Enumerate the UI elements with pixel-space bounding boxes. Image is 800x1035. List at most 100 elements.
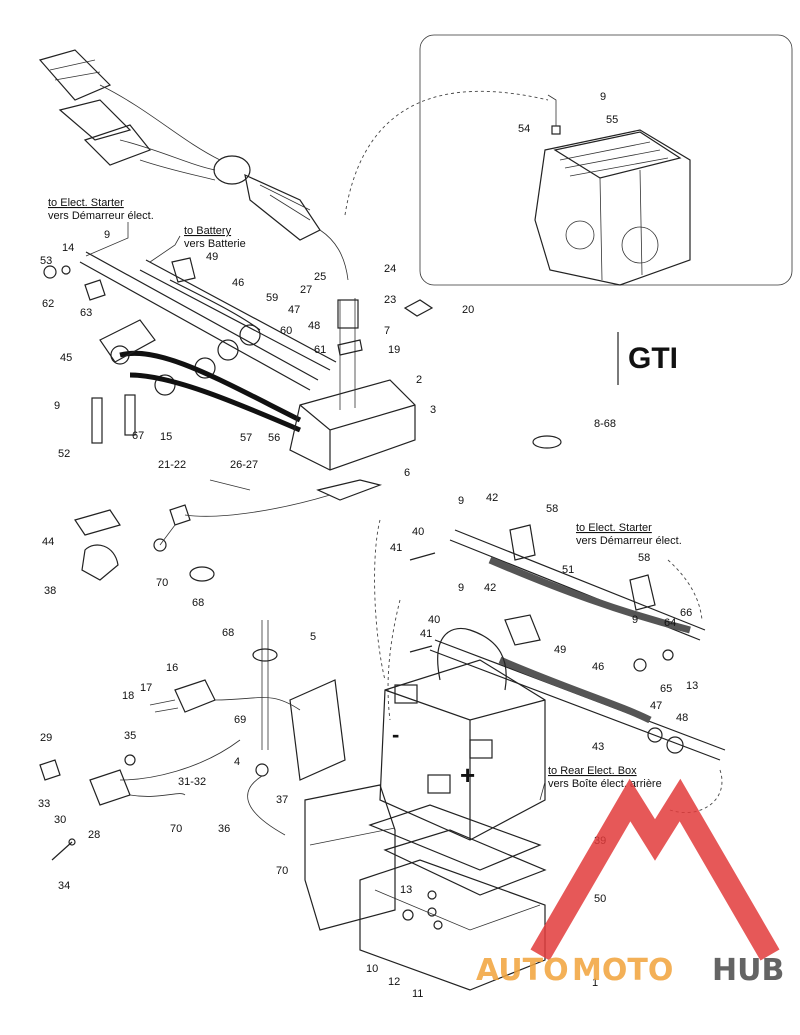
solenoid-assembly: [39, 620, 346, 861]
callout: 56: [268, 432, 280, 444]
cap-63: [99, 319, 156, 363]
washer-35: [124, 754, 136, 766]
spark-plug-left: [91, 397, 103, 444]
callout: 33: [38, 798, 50, 810]
callout: 35: [124, 730, 136, 742]
callout: 62: [42, 298, 54, 310]
callout: 49: [554, 644, 566, 656]
terminal-neg-cap: [394, 684, 418, 704]
callout: 18: [122, 690, 134, 702]
callout: 65: [660, 683, 672, 695]
callout: 26-27: [230, 459, 258, 471]
nut-53: [43, 265, 57, 279]
wiring-harness: [38, 49, 349, 281]
cable-46: [498, 656, 652, 724]
tie-8-68: [532, 435, 562, 449]
fuse-holder-23: [337, 299, 359, 329]
callout: 9: [632, 614, 638, 626]
pin-34: [51, 841, 73, 861]
callout: 55: [606, 114, 618, 126]
sensor-part: [551, 125, 561, 135]
callout: 57: [240, 432, 252, 444]
washer-10: [402, 909, 414, 921]
washer-65: [633, 658, 647, 672]
callout: 25: [314, 271, 326, 283]
tray-1: [359, 859, 546, 991]
pad-39: [368, 804, 542, 871]
callout: 6: [404, 467, 410, 479]
callout: 19: [388, 344, 400, 356]
callout: 8-68: [594, 418, 616, 430]
pad-50: [383, 829, 547, 896]
watermark-logo: AUTO MOTO HUB: [476, 778, 784, 988]
callout: 15: [160, 431, 172, 443]
callout: 9: [458, 495, 464, 507]
callout: 58: [546, 503, 558, 515]
holder-29: [39, 759, 61, 781]
callout: 48: [676, 712, 688, 724]
callout: 2: [416, 374, 422, 386]
battery-positive-sign: +: [460, 760, 475, 790]
callout: 20: [462, 304, 474, 316]
boot-49: [171, 257, 196, 283]
washer-64: [662, 649, 674, 661]
callout: 28: [88, 829, 100, 841]
callout: 69: [234, 714, 246, 726]
note-elect-starter-top: to Elect. Starter: [48, 197, 124, 209]
callout: 10: [366, 963, 378, 975]
boot-62: [84, 279, 106, 301]
spark-plug-right: [124, 394, 136, 436]
callout: 48: [308, 320, 320, 332]
callout: 68: [222, 627, 234, 639]
cable-route-b: [387, 599, 401, 721]
callout: 14: [62, 242, 74, 254]
callout: 64: [664, 617, 676, 629]
bracket-7: [337, 339, 363, 356]
callout: 31-32: [178, 776, 206, 788]
washer-14: [61, 265, 71, 275]
callout: 45: [60, 352, 72, 364]
screw-13: [427, 890, 437, 900]
callout: 9: [600, 91, 606, 103]
callout: 36: [218, 823, 230, 835]
fuse-holder-28: [89, 769, 131, 806]
callout: 58: [638, 552, 650, 564]
callout: 46: [232, 277, 244, 289]
terminal-70: [153, 538, 167, 552]
callout: 53: [40, 255, 52, 267]
fuse-20: [403, 299, 434, 317]
starter-route: [667, 559, 703, 621]
watermark-hub: HUB: [712, 953, 784, 988]
callout: 66: [680, 607, 692, 619]
callout: 44: [42, 536, 54, 548]
callout: 61: [314, 344, 326, 356]
watermark-auto: AUTO: [476, 953, 569, 988]
cable-route-a: [374, 519, 386, 681]
callout: 67: [132, 430, 144, 442]
callout: 52: [58, 448, 70, 460]
callout: 12: [388, 976, 400, 988]
callout: 59: [266, 292, 278, 304]
callout: 9: [458, 582, 464, 594]
callout: 16: [166, 662, 178, 674]
callout: 51: [562, 564, 574, 576]
solenoid-16: [174, 679, 216, 713]
washer-47: [647, 727, 663, 743]
callout: 30: [54, 814, 66, 826]
callout: 42: [484, 582, 496, 594]
note-elect-starter-right: to Elect. Starter: [576, 522, 652, 534]
watermark-moto: MOTO: [572, 953, 673, 988]
callout: 46: [592, 661, 604, 673]
watermark-triangle: [530, 778, 780, 961]
right-cable-assembly: [374, 519, 726, 814]
callout: 13: [400, 884, 412, 896]
callout: 23: [384, 294, 396, 306]
boot-58b: [629, 574, 656, 611]
callout: 63: [80, 307, 92, 319]
battery-negative-sign: -: [392, 722, 399, 747]
electrical-box: [289, 298, 434, 501]
engine-illustration: [534, 94, 691, 286]
callout: 70: [156, 577, 168, 589]
terminal-pos-cap: [469, 739, 493, 759]
